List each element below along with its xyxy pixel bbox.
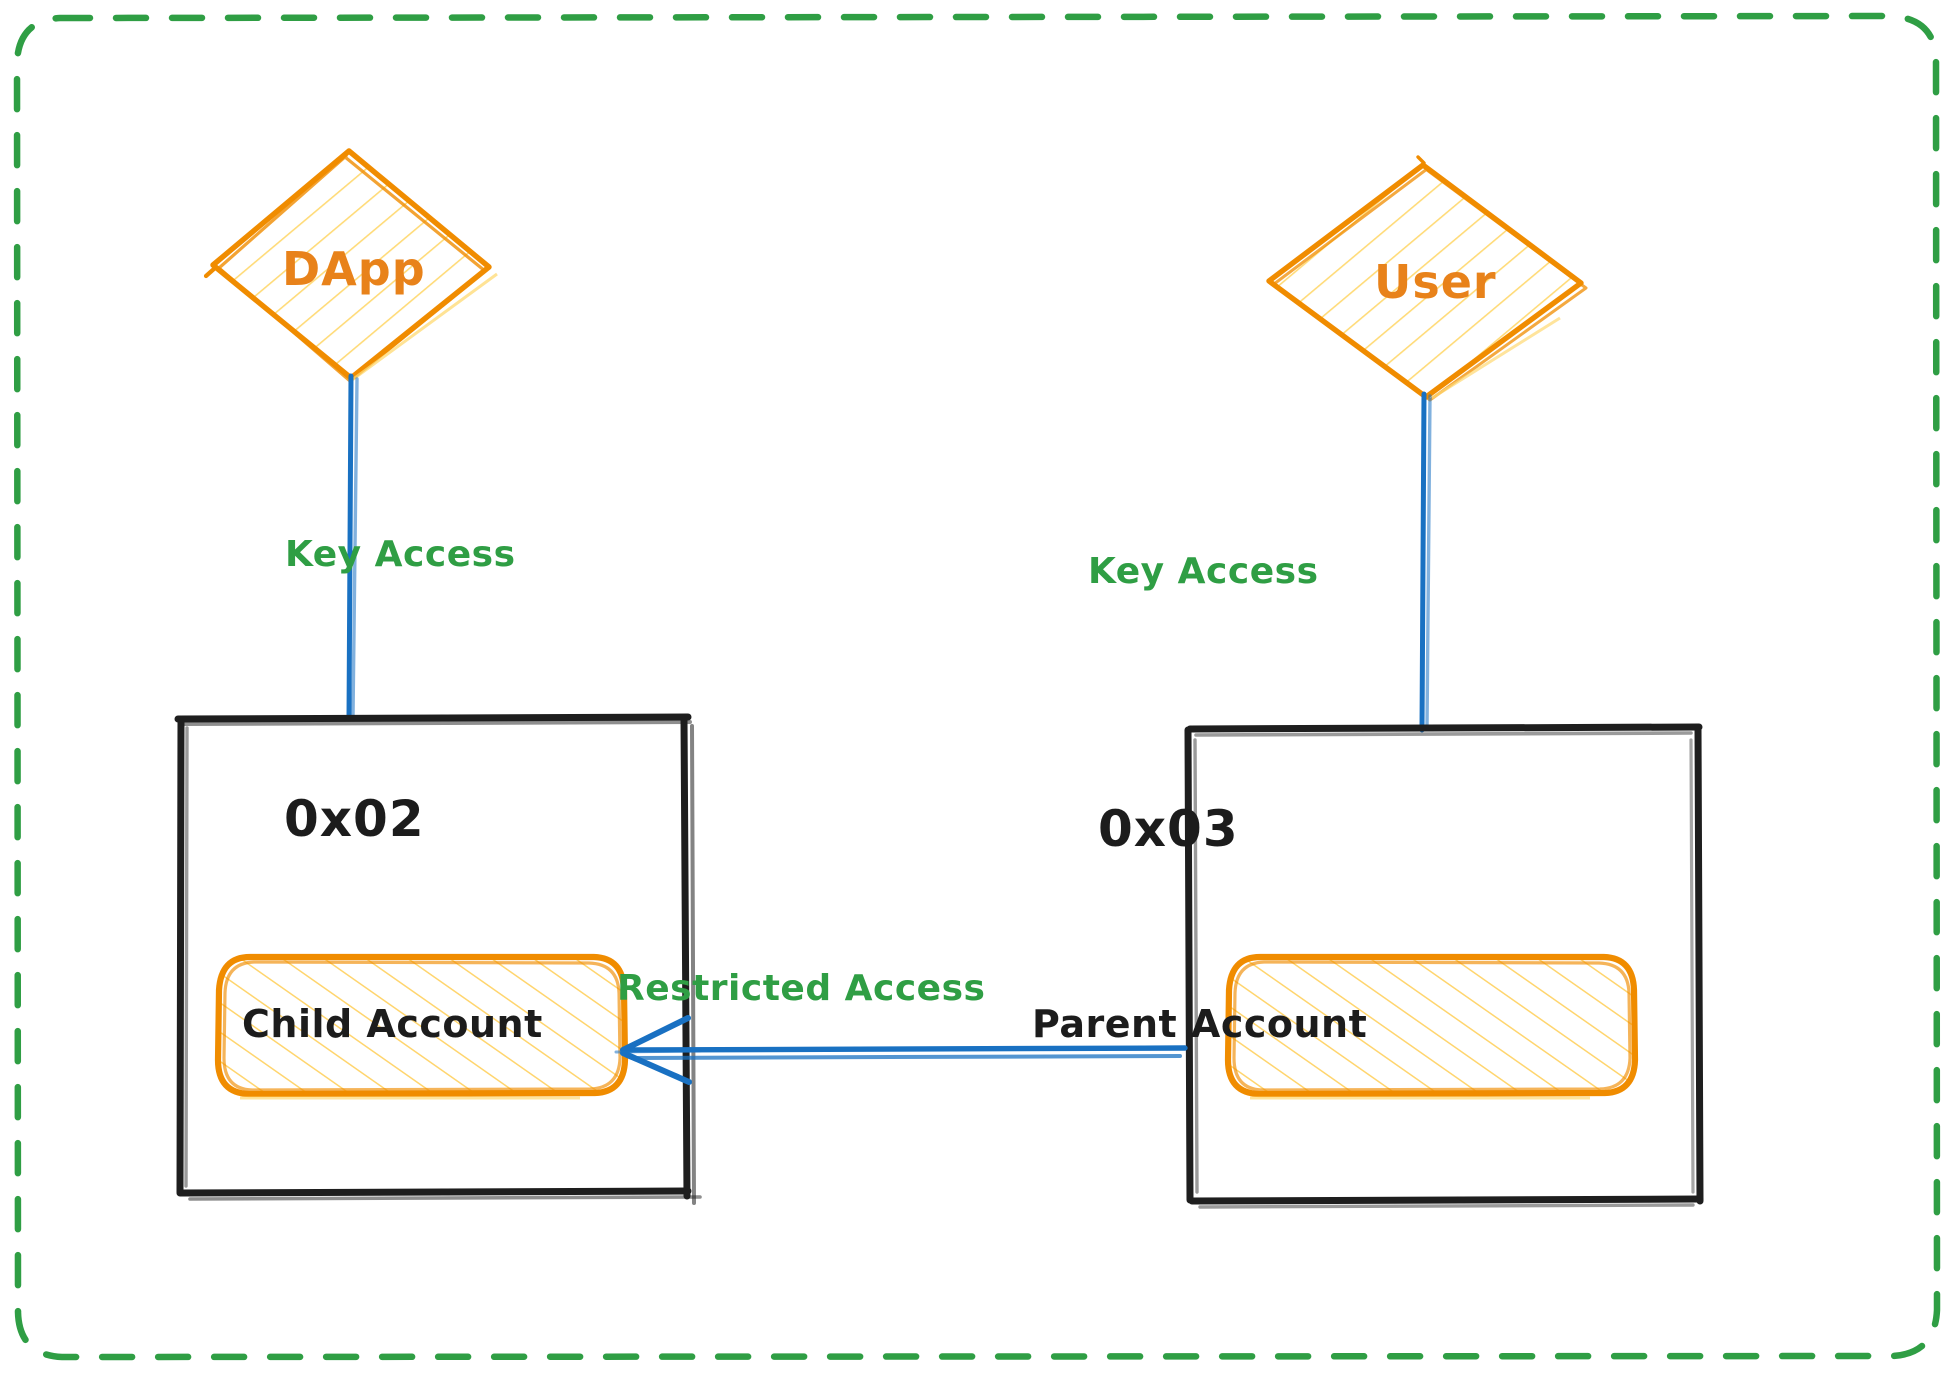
edge-dapp-key-access[interactable] (346, 373, 359, 721)
parent-account-shape[interactable] (1224, 953, 1639, 1100)
dapp-diamond[interactable] (203, 148, 498, 383)
user-diamond[interactable] (1266, 155, 1588, 402)
account-box-0x03[interactable] (1184, 723, 1704, 1209)
outer-boundary (13, 12, 1941, 1361)
account-box-0x02[interactable] (174, 713, 702, 1205)
edge-restricted-access[interactable] (614, 1015, 1188, 1085)
edge-user-key-access[interactable] (1419, 391, 1432, 733)
child-account-shape[interactable] (214, 953, 629, 1100)
